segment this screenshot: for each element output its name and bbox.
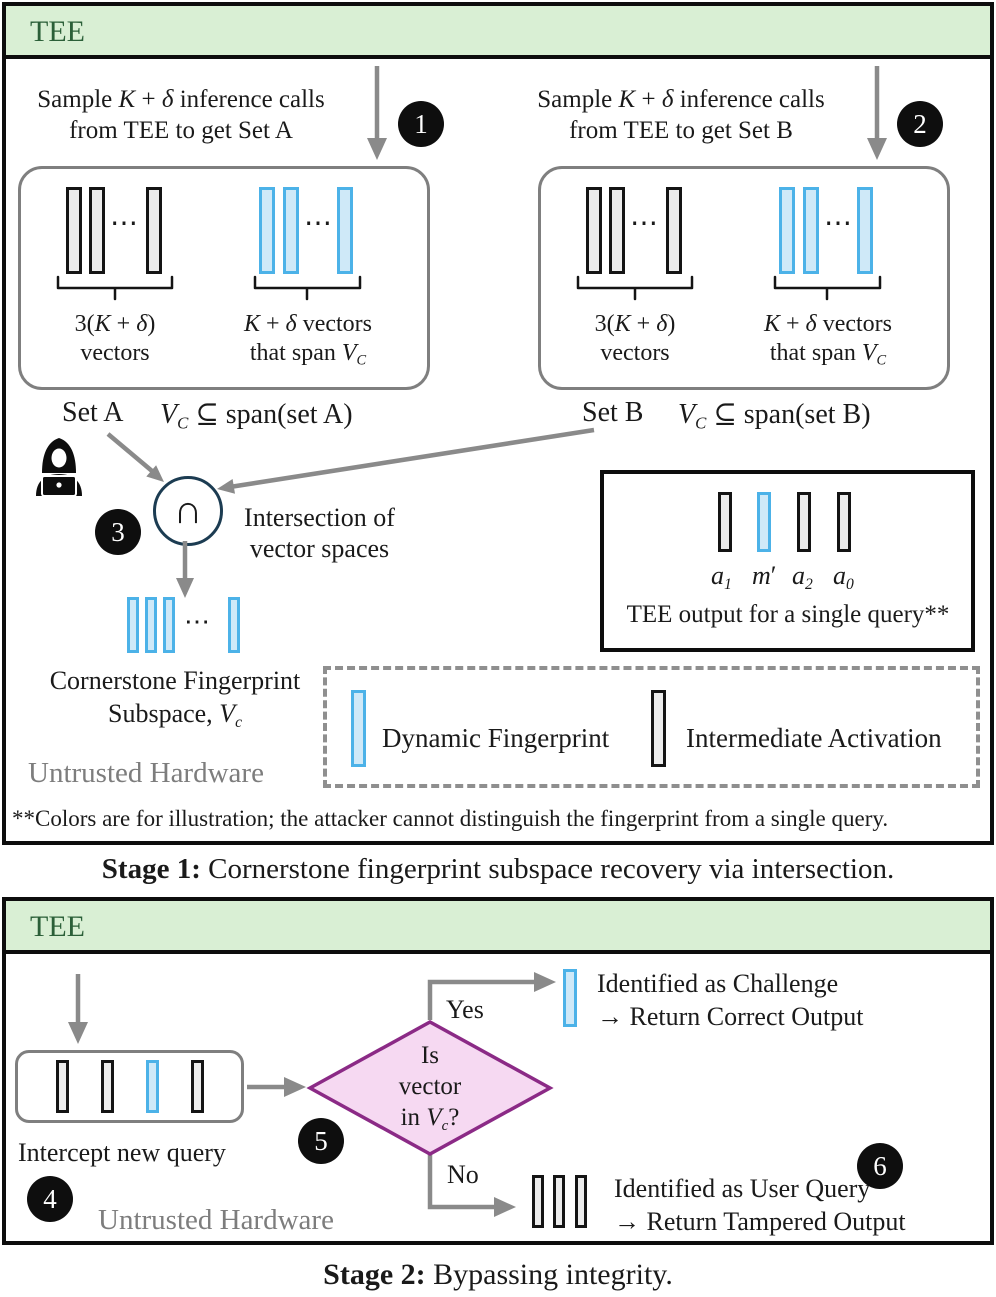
intersection-icon: ∩: [173, 486, 203, 532]
fingerprint-bar: [127, 597, 139, 653]
ellipsis-dots: ⋯: [110, 208, 139, 239]
set-b-formula: VC ⊆ span(set B): [678, 399, 871, 433]
challenge-result-text: Identified as Challenge → Return Correct…: [597, 969, 864, 1031]
activation-bar: [837, 492, 851, 552]
legend-intermediate-label: Intermediate Activation: [686, 723, 942, 753]
fingerprint-bar: [145, 597, 157, 653]
step-badge-2: 2: [897, 101, 943, 147]
tee-output-label-m: m′: [752, 561, 777, 590]
fingerprint-bar: [228, 597, 240, 653]
stage1-untrusted-label: Untrusted Hardware: [28, 757, 264, 789]
legend-fingerprint-bar: [351, 690, 366, 767]
set-a-gray-group-label: 3(K + δ) vectors: [74, 311, 156, 366]
cornerstone-label: Cornerstone Fingerprint Subspace, Vc: [49, 666, 301, 731]
user-query-result-text: Identified as User Query → Return Tamper…: [614, 1174, 906, 1236]
yes-label: Yes: [446, 995, 484, 1024]
set-a-label: Set A: [62, 397, 124, 428]
fingerprint-bar: [337, 187, 353, 274]
activation-bar: [718, 492, 732, 552]
activation-bar: [191, 1060, 204, 1113]
fingerprint-bar: [803, 187, 819, 274]
step-badge-1: 1: [398, 101, 444, 147]
tee-output-caption: TEE output for a single query**: [626, 601, 950, 628]
sample-set-b-text: Sample K + δ inference calls from TEE to…: [512, 84, 850, 146]
activation-bar: [575, 1175, 587, 1228]
fingerprint-bar: [283, 187, 299, 274]
legend-activation-bar: [651, 690, 666, 767]
sample-set-b-line1: Sample K + δ inference calls: [537, 86, 825, 113]
sample-set-a-text: Sample K + δ inference calls from TEE to…: [12, 84, 350, 146]
fingerprint-bar: [857, 187, 873, 274]
stage2-tee-label: TEE: [30, 910, 85, 943]
tee-output-label-a2: a2: [792, 561, 813, 593]
intersection-node: ∩: [153, 476, 223, 546]
activation-bar: [532, 1175, 544, 1228]
activation-bar: [609, 187, 625, 274]
activation-bar: [666, 187, 682, 274]
fingerprint-bar: [259, 187, 275, 274]
activation-bar: [146, 187, 162, 274]
activation-bar: [66, 187, 82, 274]
set-b-gray-group-label: 3(K + δ) vectors: [594, 311, 676, 366]
stage2-tee-banner: [6, 901, 990, 954]
footnote: **Colors are for illustration; the attac…: [12, 806, 889, 831]
stage2-untrusted-label: Untrusted Hardware: [98, 1204, 334, 1236]
ellipsis-dots: ⋯: [184, 607, 211, 636]
stage1-tee-label: TEE: [30, 15, 85, 48]
tee-output-label-a0: a0: [833, 561, 854, 593]
tee-output-box: [600, 470, 975, 652]
set-a-blue-group-label: K + δ vectors that span VC: [243, 311, 373, 369]
fingerprint-bar: [779, 187, 795, 274]
fingerprint-bar: [146, 1060, 159, 1113]
ellipsis-dots: ⋯: [630, 208, 659, 239]
ellipsis-dots: ⋯: [304, 208, 333, 239]
activation-bar: [553, 1175, 565, 1228]
set-a-formula: VC ⊆ span(set A): [160, 399, 353, 433]
legend-dynamic-label: Dynamic Fingerprint: [382, 723, 610, 753]
sample-set-a-line2: from TEE to get Set A: [69, 117, 293, 144]
tee-output-label-a1: a1: [711, 561, 732, 593]
diamond-text: Is vector in Vc?: [398, 1042, 462, 1134]
sample-set-b-line2: from TEE to get Set B: [569, 117, 793, 144]
fingerprint-bar: [563, 969, 577, 1027]
sample-set-a-line1: Sample K + δ inference calls: [37, 86, 325, 113]
stage2-caption: Stage 2: Bypassing integrity.: [323, 1258, 673, 1291]
stage1-caption: Stage 1: Cornerstone fingerprint subspac…: [101, 853, 895, 885]
step-badge-3: 3: [95, 509, 141, 555]
activation-bar: [56, 1060, 69, 1113]
fingerprint-bar: [163, 597, 175, 653]
stage1-tee-banner: [6, 6, 990, 59]
intercept-query-label: Intercept new query: [18, 1138, 226, 1167]
fingerprint-bar: [757, 492, 771, 552]
intercept-query-box: [15, 1050, 244, 1123]
set-b-blue-group-label: K + δ vectors that span VC: [763, 311, 893, 369]
ellipsis-dots: ⋯: [824, 208, 853, 239]
step-badge-4: 4: [27, 1176, 73, 1222]
activation-bar: [797, 492, 811, 552]
activation-bar: [89, 187, 105, 274]
intersection-label: Intersection of vector spaces: [244, 503, 395, 563]
step-badge-5: 5: [298, 1118, 344, 1164]
step-badge-6: 6: [857, 1143, 903, 1189]
no-label: No: [447, 1160, 479, 1189]
activation-bar: [586, 187, 602, 274]
activation-bar: [101, 1060, 114, 1113]
set-b-label: Set B: [582, 397, 644, 428]
